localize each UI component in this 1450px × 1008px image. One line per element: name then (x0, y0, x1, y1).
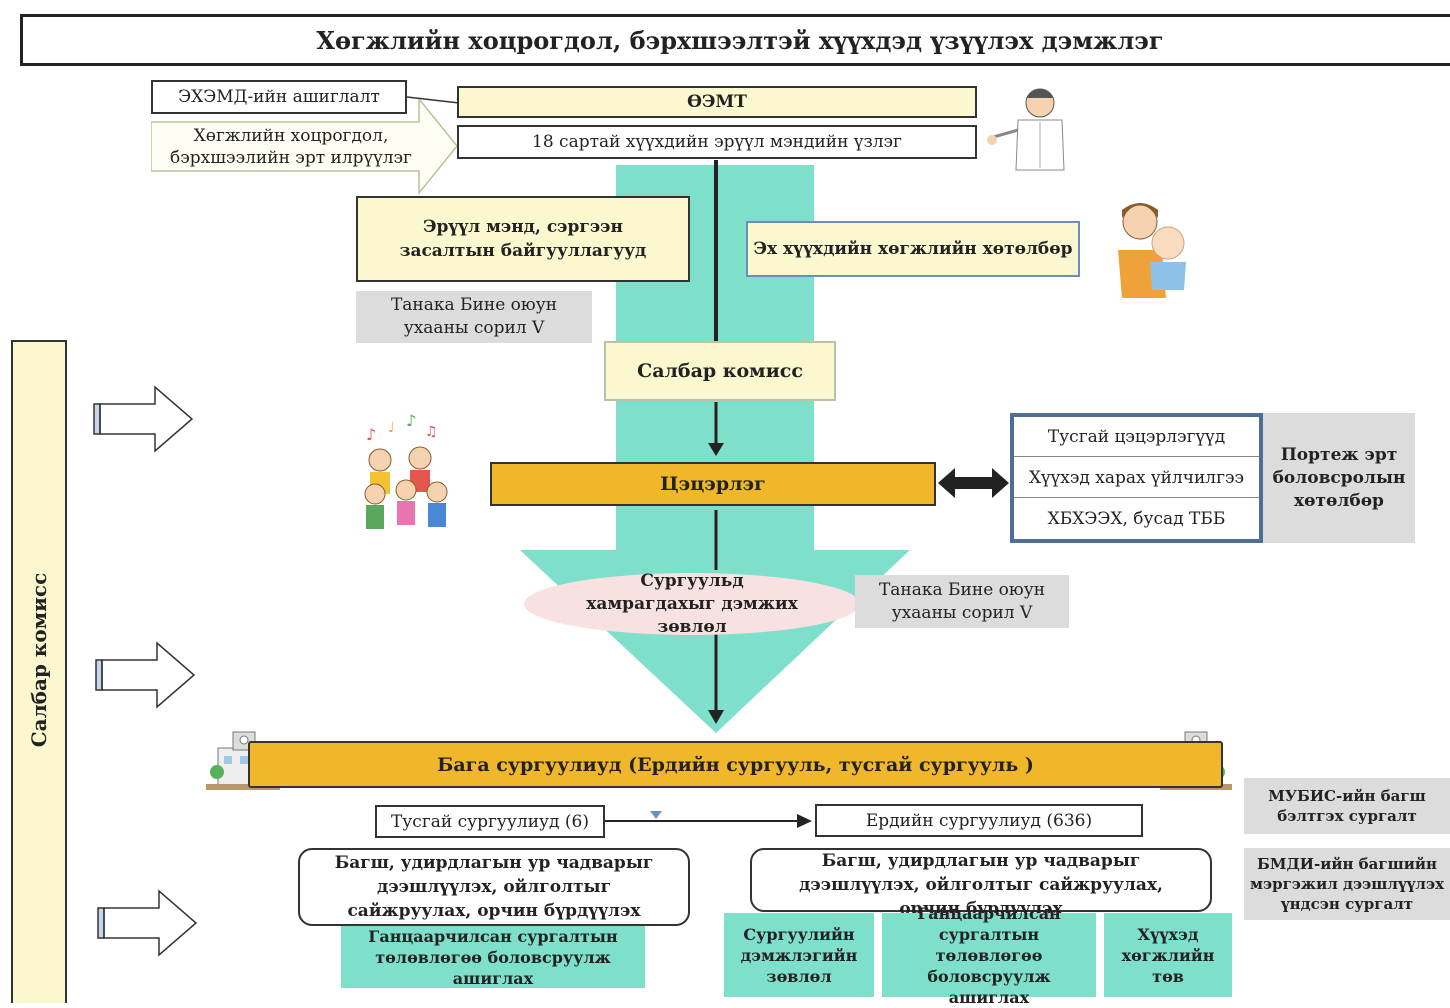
tanaka-test-2: Танака Бине оюун ухааны сорил V (855, 575, 1069, 628)
portage-box: Портеж эрт боловсролын хөтөлбөр (1263, 413, 1415, 543)
left-arrow-1-icon (93, 385, 194, 453)
flow-arrowhead-mid (708, 443, 724, 456)
children-icon: ♪ ♩ ♪ ♫ (364, 411, 448, 529)
right-teal-box: Хүүхэд хөгжлийн төв (1104, 913, 1232, 997)
right-teal-box: Ганцаарчилсан сургалтын төлөвлөгөө болов… (882, 904, 1096, 1007)
page-title: Хөгжлийн хоцрогдол, бэрхшээлтэй хүүхдэд … (20, 14, 1450, 66)
left-arrow-3-icon (97, 889, 198, 957)
school-advice-ellipse: Сургуульд хамрагдахыг дэмжих зөвлөл (524, 571, 860, 637)
services-panel: Тусгай цэцэрлэгүүд Хүүхэд харах үйлчилгэ… (1010, 413, 1263, 543)
schools-arrowhead (797, 814, 812, 828)
sidebar-label: Салбар комисс (27, 572, 51, 748)
training-box-1: МУБИС-ийн багш бэлтгэх сургалт (1244, 778, 1450, 834)
connector-insurance (406, 96, 460, 104)
small-blue-marker (650, 811, 662, 819)
left-quality-box: Багш, удирдлагын ур чадварыг дээшлүүлэх,… (298, 848, 690, 926)
early-detection-label: Хөгжлийн хоцрогдол, бэрхшээлийн эрт илрү… (170, 126, 412, 168)
early-detection-arrow-shape (151, 99, 457, 195)
service-item: ХБХЭЭХ, бусад ТББ (1047, 509, 1226, 529)
svg-text:♪: ♪ (406, 411, 416, 430)
mother-child-icon (1118, 203, 1186, 298)
service-item: Хүүхэд харах үйлчилгээ (1014, 458, 1259, 498)
left-arrow-2-icon (95, 641, 196, 709)
kindergarten-bar: Цэцэрлэг (490, 462, 936, 506)
primary-schools-bar: Бага сургуулиуд (Ердийн сургууль, тусгай… (248, 741, 1223, 788)
checkup-box: 18 сартай хүүхдийн эрүүл мэндийн үзлэг (457, 125, 977, 159)
tanaka-test-1: Танака Бине оюун ухааны сорил V (356, 291, 592, 343)
insurance-box: ЭХЭМД-ийн ашиглалт (151, 80, 407, 114)
service-item: Тусгай цэцэрлэгүүд (1014, 417, 1259, 457)
svg-text:♫: ♫ (425, 424, 438, 440)
special-schools-box: Тусгай сургуулиуд (6) (375, 805, 605, 838)
flow-arrowhead-bottom (708, 710, 724, 724)
health-orgs-box: Эрүүл мэнд, сэргээн засалтын байгууллагу… (356, 196, 690, 282)
regular-schools-box: Ердийн сургуулиуд (636) (815, 804, 1143, 837)
right-teal-box: Сургуулийн дэмжлэгийн зөвлөл (724, 913, 874, 997)
left-teal-box: Ганцаарчилсан сургалтын төлөвлөгөө болов… (341, 926, 645, 988)
mch-handbook-box: Эх хүүхдийн хөгжлийн хөтөлбөр (746, 221, 1080, 277)
sidebar-subcommittee: Салбар комисс (11, 340, 67, 1003)
training-box-2: БМДИ-ийн багшийн мэргэжил дээшлүүлэх үнд… (1244, 848, 1450, 920)
subcommittee-box: Салбар комисс (604, 341, 836, 401)
doctor-icon (987, 88, 1065, 171)
right-quality-box: Багш, удирдлагын ур чадварыг дээшлүүлэх,… (750, 848, 1212, 919)
double-arrow (938, 468, 1009, 498)
svg-text:♩: ♩ (388, 420, 395, 436)
oemt-box: ӨЭМТ (457, 86, 977, 118)
early-detection-arrow: Хөгжлийн хоцрогдол, бэрхшээлийн эрт илрү… (151, 99, 457, 195)
svg-text:♪: ♪ (366, 425, 376, 444)
